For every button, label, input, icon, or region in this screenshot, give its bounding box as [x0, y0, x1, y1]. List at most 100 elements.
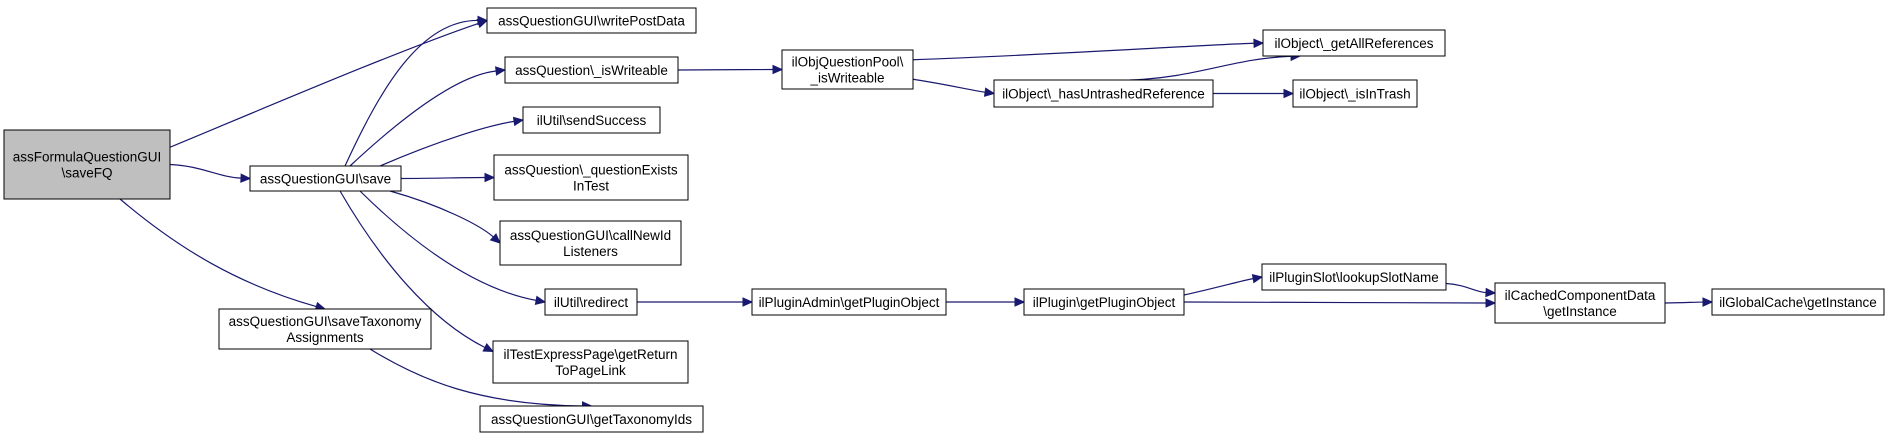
- node-box: [1261, 263, 1447, 291]
- edge-arrowhead: [1485, 298, 1497, 308]
- edge-line: [389, 190, 494, 238]
- edge-line: [169, 163, 242, 179]
- edge-line: [369, 348, 583, 407]
- node-label-line: Assignments: [286, 330, 364, 345]
- node-label-line: assQuestionGUI\callNewId: [510, 228, 671, 243]
- node-label-line: ilCachedComponentData: [1505, 288, 1656, 303]
- node-label-line: assQuestion\_questionExists: [504, 163, 678, 178]
- edge-n4-to-n11: [677, 64, 784, 75]
- edge-n2-to-n4: [349, 66, 507, 167]
- node-label-line: assQuestionGUI\save: [260, 172, 391, 187]
- graph-node-n13[interactable]: ilObject\_hasUntrashedReference: [993, 79, 1214, 108]
- edge-arrowhead: [495, 66, 507, 76]
- graph-node-n0[interactable]: assFormulaQuestionGUI\saveFQ: [3, 129, 171, 200]
- node-label-line: ilObject\_hasUntrashedReference: [1002, 87, 1205, 102]
- node-box: [504, 56, 679, 84]
- node-label-line: ilUtil\redirect: [554, 295, 629, 310]
- edge-line: [119, 198, 317, 308]
- node-box: [781, 49, 914, 90]
- edge-n13-to-n14: [1213, 88, 1295, 99]
- node-label-line: ilPluginSlot\lookupSlotName: [1269, 270, 1439, 285]
- node-label-line: \saveFQ: [61, 166, 112, 181]
- edge-arrowhead: [240, 173, 252, 183]
- node-label-line: assQuestion\_isWriteable: [515, 63, 668, 78]
- graph-node-n16[interactable]: ilPlugin\getPluginObject: [1023, 288, 1185, 316]
- edge-arrowhead: [484, 172, 496, 183]
- node-box: [1711, 288, 1885, 316]
- node-label-line: assQuestionGUI\saveTaxonomy: [229, 314, 422, 329]
- edge-n17-to-n18: [1445, 282, 1497, 298]
- node-box: [522, 106, 661, 134]
- graph-node-n12[interactable]: ilObject\_getAllReferences: [1262, 29, 1446, 57]
- node-label-line: \getInstance: [1543, 304, 1617, 319]
- edges-layer: [119, 15, 1714, 411]
- node-label-line: ilTestExpressPage\getReturn: [503, 347, 677, 362]
- node-box: [249, 165, 402, 192]
- node-label-line: InTest: [573, 179, 609, 194]
- node-box: [218, 308, 432, 350]
- graph-node-n11[interactable]: ilObjQuestionPool\_isWriteable: [781, 49, 914, 90]
- edge-n18-to-n19: [1664, 297, 1714, 307]
- graph-node-n8[interactable]: ilUtil\redirect: [544, 288, 638, 316]
- graph-node-n14[interactable]: ilObject\_isInTrash: [1292, 79, 1418, 108]
- node-box: [499, 220, 682, 266]
- edge-line: [1445, 282, 1487, 294]
- nodes-layer: assFormulaQuestionGUI\saveFQ assQuestionG…: [3, 7, 1885, 433]
- node-label-line: assFormulaQuestionGUI: [13, 150, 162, 165]
- node-label-line: Listeners: [563, 244, 618, 259]
- graph-node-n15[interactable]: ilPluginAdmin\getPluginObject: [751, 288, 947, 316]
- edge-line: [912, 78, 986, 93]
- node-label-line: assQuestionGUI\writePostData: [498, 14, 685, 29]
- edge-n8-to-n15: [637, 297, 754, 307]
- node-box: [3, 129, 171, 200]
- edge-n2-to-n1: [344, 15, 489, 167]
- edge-arrowhead: [482, 342, 495, 353]
- edge-arrowhead: [1253, 38, 1265, 49]
- node-box: [1292, 79, 1418, 108]
- edge-n16-to-n18: [1183, 298, 1497, 308]
- graph-node-n4[interactable]: assQuestion\_isWriteable: [504, 56, 679, 84]
- edge-line: [379, 120, 515, 167]
- edge-n2-to-n7: [389, 190, 501, 244]
- node-label-line: ilObject\_isInTrash: [1299, 87, 1410, 102]
- edge-arrowhead: [1014, 297, 1026, 307]
- edge-arrowhead: [1283, 88, 1295, 99]
- edge-line: [169, 22, 479, 148]
- edge-n2-to-n8: [359, 190, 547, 305]
- node-box: [492, 340, 689, 384]
- graph-node-n10[interactable]: assQuestionGUI\getTaxonomyIds: [479, 405, 704, 433]
- graph-node-n1[interactable]: assQuestionGUI\writePostData: [486, 7, 697, 34]
- edge-n11-to-n12: [912, 38, 1265, 61]
- edge-n15-to-n16: [946, 297, 1026, 307]
- node-box: [493, 154, 689, 201]
- node-label-line: ToPageLink: [555, 363, 626, 378]
- edge-line: [912, 42, 1255, 61]
- edge-arrowhead: [1251, 274, 1264, 284]
- edge-line: [359, 190, 537, 301]
- node-label-line: assQuestionGUI\getTaxonomyIds: [491, 412, 692, 427]
- node-label-line: ilUtil\sendSuccess: [537, 113, 647, 128]
- graph-node-n2[interactable]: assQuestionGUI\save: [249, 165, 402, 192]
- node-label-line: ilObjQuestionPool\: [792, 55, 904, 70]
- node-box: [1494, 282, 1666, 324]
- graph-node-n19[interactable]: ilGlobalCache\getInstance: [1711, 288, 1885, 316]
- node-box: [1023, 288, 1185, 316]
- edge-arrowhead: [1485, 287, 1497, 298]
- edge-arrowhead: [512, 116, 525, 127]
- node-box: [544, 288, 638, 316]
- edge-arrowhead: [742, 297, 754, 307]
- graph-node-n17[interactable]: ilPluginSlot\lookupSlotName: [1261, 263, 1447, 291]
- edge-line: [349, 70, 497, 167]
- node-label-line: ilGlobalCache\getInstance: [1719, 295, 1877, 310]
- graph-node-n18[interactable]: ilCachedComponentData\getInstance: [1494, 282, 1666, 324]
- node-label-line: ilPlugin\getPluginObject: [1033, 295, 1176, 310]
- node-box: [993, 79, 1214, 108]
- edge-n2-to-n9: [339, 190, 495, 353]
- node-label-line: _isWriteable: [809, 71, 884, 86]
- graph-node-n5[interactable]: ilUtil\sendSuccess: [522, 106, 661, 134]
